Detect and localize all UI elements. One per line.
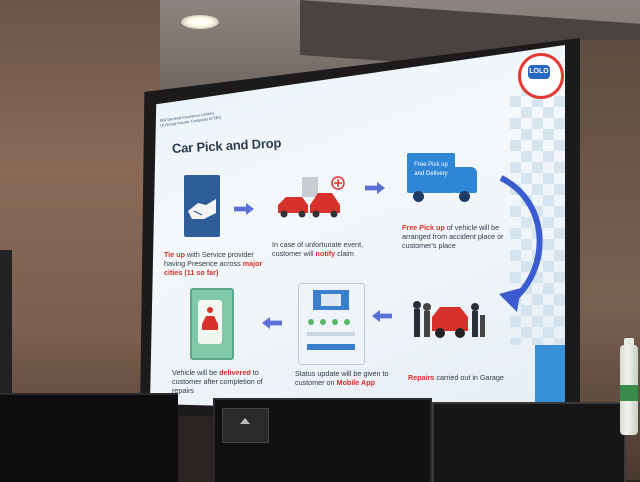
delivery-caption: Vehicle will be delivered to customer af… bbox=[172, 368, 272, 395]
ceiling-light bbox=[181, 15, 219, 29]
status-text: Status update will be given to customer … bbox=[295, 369, 389, 387]
truck-icon: Free Pick up and Delivery bbox=[407, 153, 482, 208]
notify-highlight: notify bbox=[315, 249, 336, 258]
notify-text-2: claim bbox=[335, 249, 354, 258]
tieup-highlight: Tie up bbox=[164, 250, 186, 259]
monitor bbox=[432, 402, 626, 482]
repairs-caption: Repairs carried out in Garage bbox=[408, 373, 518, 382]
delivery-icon bbox=[190, 288, 234, 360]
slide-title: Car Pick and Drop bbox=[171, 135, 282, 156]
monitor bbox=[0, 393, 178, 482]
notify-text: In case of unfortunate event, customer w… bbox=[272, 240, 364, 258]
tieup-text: with Service provider having Presence ac… bbox=[164, 250, 254, 268]
status-highlight: Mobile App bbox=[336, 378, 376, 387]
notify-caption: In case of unfortunate event, customer w… bbox=[272, 240, 364, 258]
mobile-app-icon bbox=[298, 283, 365, 365]
tieup-highlight-3: (11 so far) bbox=[182, 268, 219, 277]
wheel bbox=[413, 191, 424, 202]
handshake-icon bbox=[184, 175, 220, 237]
accident-icon bbox=[272, 175, 347, 220]
logo-text: LOLO bbox=[528, 65, 550, 79]
delivery-highlight: delivered bbox=[219, 368, 251, 377]
arrow-right-icon bbox=[234, 203, 254, 215]
company-name: SBI General Insurance Limited (A Group I… bbox=[159, 110, 221, 127]
bottle-label bbox=[620, 385, 638, 401]
delivery-text-2: to customer after completion of repairs bbox=[172, 368, 263, 395]
bottle-cap bbox=[624, 338, 634, 347]
pickup-highlight: Free Pick up bbox=[402, 223, 445, 232]
tieup-caption: Tie up with Service provider having Pres… bbox=[164, 250, 276, 277]
arrow-left-icon bbox=[372, 310, 392, 322]
pickup-text: of vehicle will be arranged from acciden… bbox=[402, 223, 504, 250]
repairs-highlight: Repairs bbox=[408, 373, 435, 382]
delivery-text: Vehicle will be bbox=[172, 368, 220, 377]
truck-label-line1: Free Pick up bbox=[414, 162, 448, 168]
power-socket bbox=[222, 408, 269, 443]
garage-icon bbox=[408, 295, 488, 345]
truck-label-line2: and Delivery bbox=[414, 171, 448, 177]
arrow-left-icon bbox=[262, 317, 282, 329]
arrow-right-icon bbox=[365, 182, 385, 194]
truck-body: Free Pick up and Delivery bbox=[407, 153, 455, 193]
curved-arrow-icon bbox=[495, 170, 555, 320]
status-caption: Status update will be given to customer … bbox=[295, 369, 407, 387]
chair-back bbox=[0, 250, 12, 395]
socket-indicator-icon bbox=[240, 418, 250, 424]
tieup-highlight-2: major cities bbox=[164, 259, 263, 277]
wheel bbox=[459, 191, 470, 202]
truck-cab bbox=[455, 167, 477, 193]
presentation-slide: LOLO SBI General Insurance Limited (A Gr… bbox=[150, 45, 565, 415]
repairs-text: carried out in Garage bbox=[434, 373, 504, 382]
pickup-caption: Free Pick up of vehicle will be arranged… bbox=[402, 223, 512, 250]
